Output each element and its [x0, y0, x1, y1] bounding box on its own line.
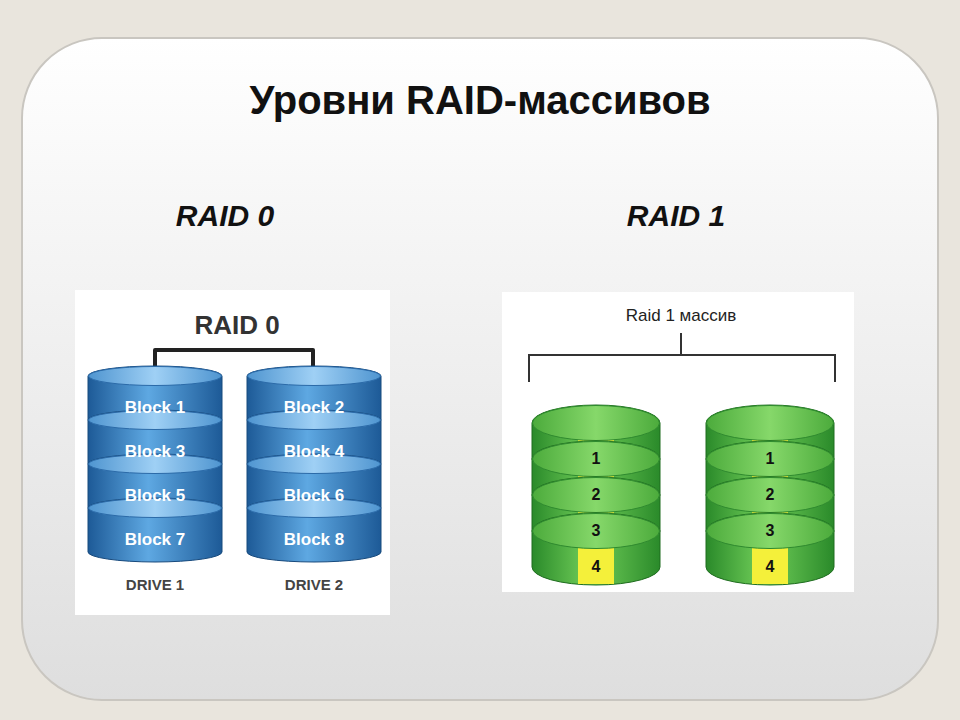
segment-side [706, 405, 834, 477]
block-number: 4 [766, 558, 775, 576]
segment-top [707, 478, 834, 513]
block-label: Block 2 [284, 398, 344, 418]
segment-side [88, 410, 222, 474]
title: Уровни RAID-массивов [249, 78, 710, 123]
panel [22, 38, 938, 700]
block-number: 3 [592, 522, 601, 540]
segment-side [706, 477, 834, 549]
block-number: 3 [766, 522, 775, 540]
segment-top [89, 455, 222, 474]
block-label: Block 6 [284, 486, 344, 506]
segment-top [89, 499, 222, 518]
segment-top [248, 411, 381, 430]
drive-label: DRIVE 2 [285, 576, 343, 593]
segment-side [532, 441, 660, 513]
segment-side [247, 410, 381, 474]
block-number: 1 [592, 450, 601, 468]
segment-side [88, 366, 222, 430]
segment-side [247, 498, 381, 562]
segment-top [707, 406, 834, 441]
segment-top [533, 478, 660, 513]
segment-top [89, 411, 222, 430]
segment-top [533, 514, 660, 549]
block-number: 4 [592, 558, 601, 576]
picture-heading: RAID 0 [194, 310, 279, 341]
segment-top [248, 455, 381, 474]
raid1-picture-ground [502, 292, 854, 592]
segment-side [247, 366, 381, 430]
segment-side [88, 454, 222, 518]
block-label: Block 8 [284, 530, 344, 550]
block-label: Block 5 [125, 486, 185, 506]
block-label: Block 1 [125, 398, 185, 418]
segment-top [533, 442, 660, 477]
block-number: 2 [592, 486, 601, 504]
block-label: Block 3 [125, 442, 185, 462]
block-number: 2 [766, 486, 775, 504]
raid0-picture-ground [75, 290, 390, 615]
data-block: Block 7 [88, 498, 222, 562]
segment-side [706, 513, 834, 585]
segment-top [707, 442, 834, 477]
segment-side [532, 405, 660, 477]
segment-top [533, 406, 660, 441]
array-label: Raid 1 массив [626, 306, 737, 326]
raid1-bracket [529, 333, 835, 382]
drive-label: DRIVE 1 [126, 576, 184, 593]
segment-side [247, 454, 381, 518]
segment-side [532, 477, 660, 549]
data-block: Block 8 [247, 498, 381, 562]
segment-top [248, 499, 381, 518]
segment-top [248, 367, 381, 386]
segment-side [532, 513, 660, 585]
segment-side [706, 441, 834, 513]
block-label: Block 7 [125, 530, 185, 550]
section-heading: RAID 1 [627, 199, 725, 233]
block-number: 1 [766, 450, 775, 468]
segment-side [88, 498, 222, 562]
block-label: Block 4 [284, 442, 344, 462]
section-heading: RAID 0 [176, 199, 274, 233]
segment-top [89, 367, 222, 386]
segment-top [707, 514, 834, 549]
